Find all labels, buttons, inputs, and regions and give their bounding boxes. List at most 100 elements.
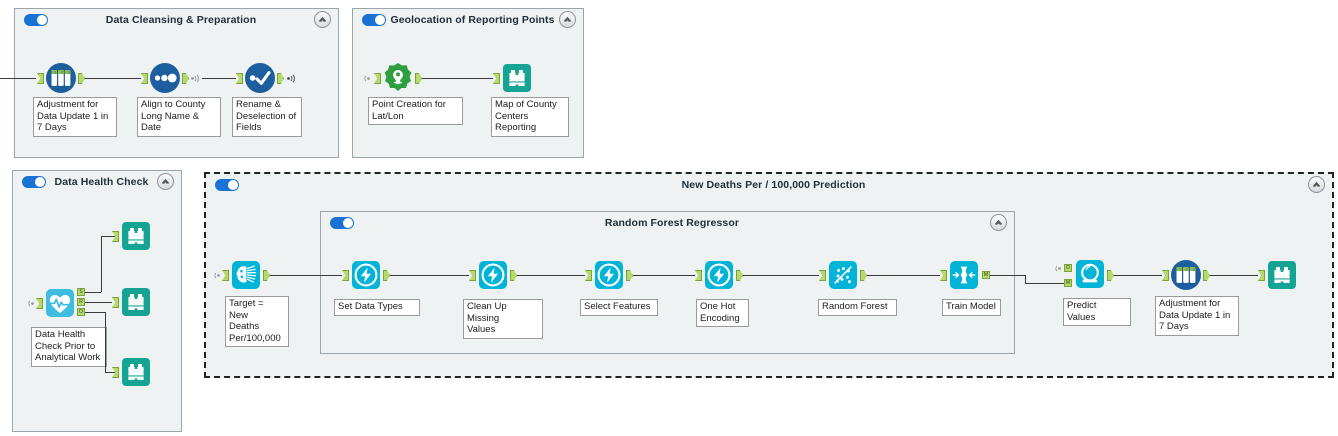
- container-header: Geolocation of Reporting Points: [353, 9, 583, 31]
- tool-target[interactable]: [229, 258, 263, 292]
- output-anchor[interactable]: [510, 270, 517, 281]
- connection-wire: [85, 312, 105, 313]
- tool-align-county[interactable]: [148, 61, 182, 95]
- tool-browse-r[interactable]: [119, 285, 153, 319]
- container-data-cleansing[interactable]: Data Cleansing & Preparation: [14, 8, 339, 158]
- container-toggle-data-health[interactable]: [22, 175, 46, 188]
- connection-wire: [990, 275, 1025, 276]
- connection-wire: [101, 236, 102, 292]
- brain-icon: [232, 261, 260, 289]
- output-anchor[interactable]: [415, 73, 422, 84]
- container-toggle-data-cleansing[interactable]: [24, 13, 48, 26]
- tool-label-predict-values: Predict Values: [1063, 298, 1131, 326]
- output-anchor[interactable]: [626, 270, 633, 281]
- output-anchor[interactable]: [1203, 270, 1210, 281]
- connection-wire: [422, 78, 493, 79]
- output-anchor-m[interactable]: M: [982, 271, 990, 279]
- tool-select-features[interactable]: [592, 258, 626, 292]
- bolt-circle-icon: [595, 261, 623, 289]
- container-toggle-geolocation[interactable]: [362, 13, 386, 26]
- output-anchor-s[interactable]: S: [77, 288, 85, 296]
- tool-label-map-county: Map of County Centers Reporting: [491, 97, 569, 137]
- bolt-circle-icon: [352, 261, 380, 289]
- tool-adjustment-2[interactable]: 1 2 3: [1169, 258, 1203, 292]
- tool-set-data-types[interactable]: [349, 258, 383, 292]
- tool-browse-final[interactable]: [1265, 258, 1299, 292]
- connection-wire: [1114, 275, 1162, 276]
- tool-predict-values[interactable]: [1073, 257, 1107, 291]
- output-anchor-o[interactable]: O: [77, 308, 85, 316]
- container-header: Data Health Check: [13, 171, 181, 193]
- browse-binoculars-icon: [503, 64, 531, 92]
- output-anchor[interactable]: [182, 73, 189, 84]
- container-title: Geolocation of Reporting Points: [390, 13, 555, 26]
- connection-wire: [105, 312, 106, 372]
- map-pin-icon: [384, 63, 412, 91]
- chevron-up-icon[interactable]: [1308, 176, 1325, 193]
- connection-wire: [743, 275, 819, 276]
- wireless-input-icon: [362, 73, 373, 84]
- output-anchor[interactable]: [736, 270, 743, 281]
- connection-wire: [1025, 283, 1071, 284]
- container-title: Data Cleansing & Preparation: [105, 13, 257, 26]
- connection-wire: [390, 275, 469, 276]
- connection-wire: [517, 275, 585, 276]
- tool-browse-s[interactable]: [119, 219, 153, 253]
- tool-one-hot-encoding[interactable]: [702, 258, 736, 292]
- input-anchor-d[interactable]: D: [1064, 264, 1072, 272]
- tool-rename-fields[interactable]: [243, 61, 277, 95]
- container-title: Random Forest Regressor: [604, 216, 740, 229]
- container-header: Data Cleansing & Preparation: [15, 9, 338, 31]
- formula-columns-icon: 1 2 3: [46, 63, 76, 93]
- container-data-health-check[interactable]: Data Health Check: [12, 170, 182, 432]
- bolt-circle-icon: [479, 261, 507, 289]
- tool-random-forest[interactable]: [826, 258, 860, 292]
- output-anchor[interactable]: [78, 73, 85, 84]
- tool-clean-missing[interactable]: [476, 258, 510, 292]
- connection-wire: [101, 236, 115, 237]
- output-anchor[interactable]: [263, 270, 270, 281]
- tool-label-one-hot-encoding: One Hot Encoding: [696, 299, 749, 327]
- output-anchor[interactable]: [277, 73, 284, 84]
- input-anchor-m[interactable]: M: [1064, 279, 1072, 287]
- tool-map-county[interactable]: [500, 61, 534, 95]
- container-toggle-random-forest[interactable]: [330, 216, 354, 229]
- scatter-plot-icon: [829, 261, 857, 289]
- tool-point-creation[interactable]: [381, 61, 415, 95]
- tool-train-model[interactable]: [947, 258, 981, 292]
- tool-label-point-creation: Point Creation for Lat/Lon: [368, 97, 463, 125]
- connection-wire: [1210, 275, 1258, 276]
- wireless-output-icon: [286, 73, 297, 84]
- chevron-up-icon[interactable]: [157, 173, 174, 190]
- crystal-ball-icon: [1076, 260, 1104, 288]
- svg-text:3: 3: [68, 70, 71, 75]
- svg-text:2: 2: [61, 70, 64, 75]
- svg-text:2: 2: [1186, 267, 1189, 272]
- container-title: Data Health Check: [54, 175, 149, 188]
- container-toggle-new-deaths[interactable]: [215, 178, 239, 191]
- container-header: Random Forest Regressor: [321, 212, 1014, 234]
- dynamic-rename-check-icon: [245, 63, 275, 93]
- tool-browse-o[interactable]: [119, 355, 153, 389]
- tool-label-target: Target = New Deaths Per/100,000: [225, 296, 289, 347]
- tool-label-data-health: Data Health Check Prior to Analytical Wo…: [31, 327, 107, 367]
- container-title: New Deaths Per / 100,000 Prediction: [681, 178, 866, 191]
- output-anchor-r[interactable]: R: [77, 298, 85, 306]
- container-random-forest-regressor[interactable]: Random Forest Regressor: [320, 211, 1015, 354]
- formula-columns-icon: 1 2 3: [1171, 260, 1201, 290]
- train-model-icon: [950, 261, 978, 289]
- chevron-up-icon[interactable]: [990, 214, 1007, 231]
- chevron-up-icon[interactable]: [559, 11, 576, 28]
- connection-wire: [270, 275, 342, 276]
- output-anchor[interactable]: [383, 270, 390, 281]
- tool-label-rename-fields: Rename & Deselection of Fields: [232, 97, 302, 137]
- chevron-up-icon[interactable]: [314, 11, 331, 28]
- connection-wire: [85, 78, 141, 79]
- heart-pulse-icon: [46, 289, 74, 317]
- tool-adjustment-1[interactable]: 1 2 3: [44, 61, 78, 95]
- output-anchor[interactable]: [860, 270, 867, 281]
- tool-data-health[interactable]: [43, 286, 77, 320]
- wireless-output-icon: [190, 73, 201, 84]
- output-anchor[interactable]: [1107, 270, 1114, 281]
